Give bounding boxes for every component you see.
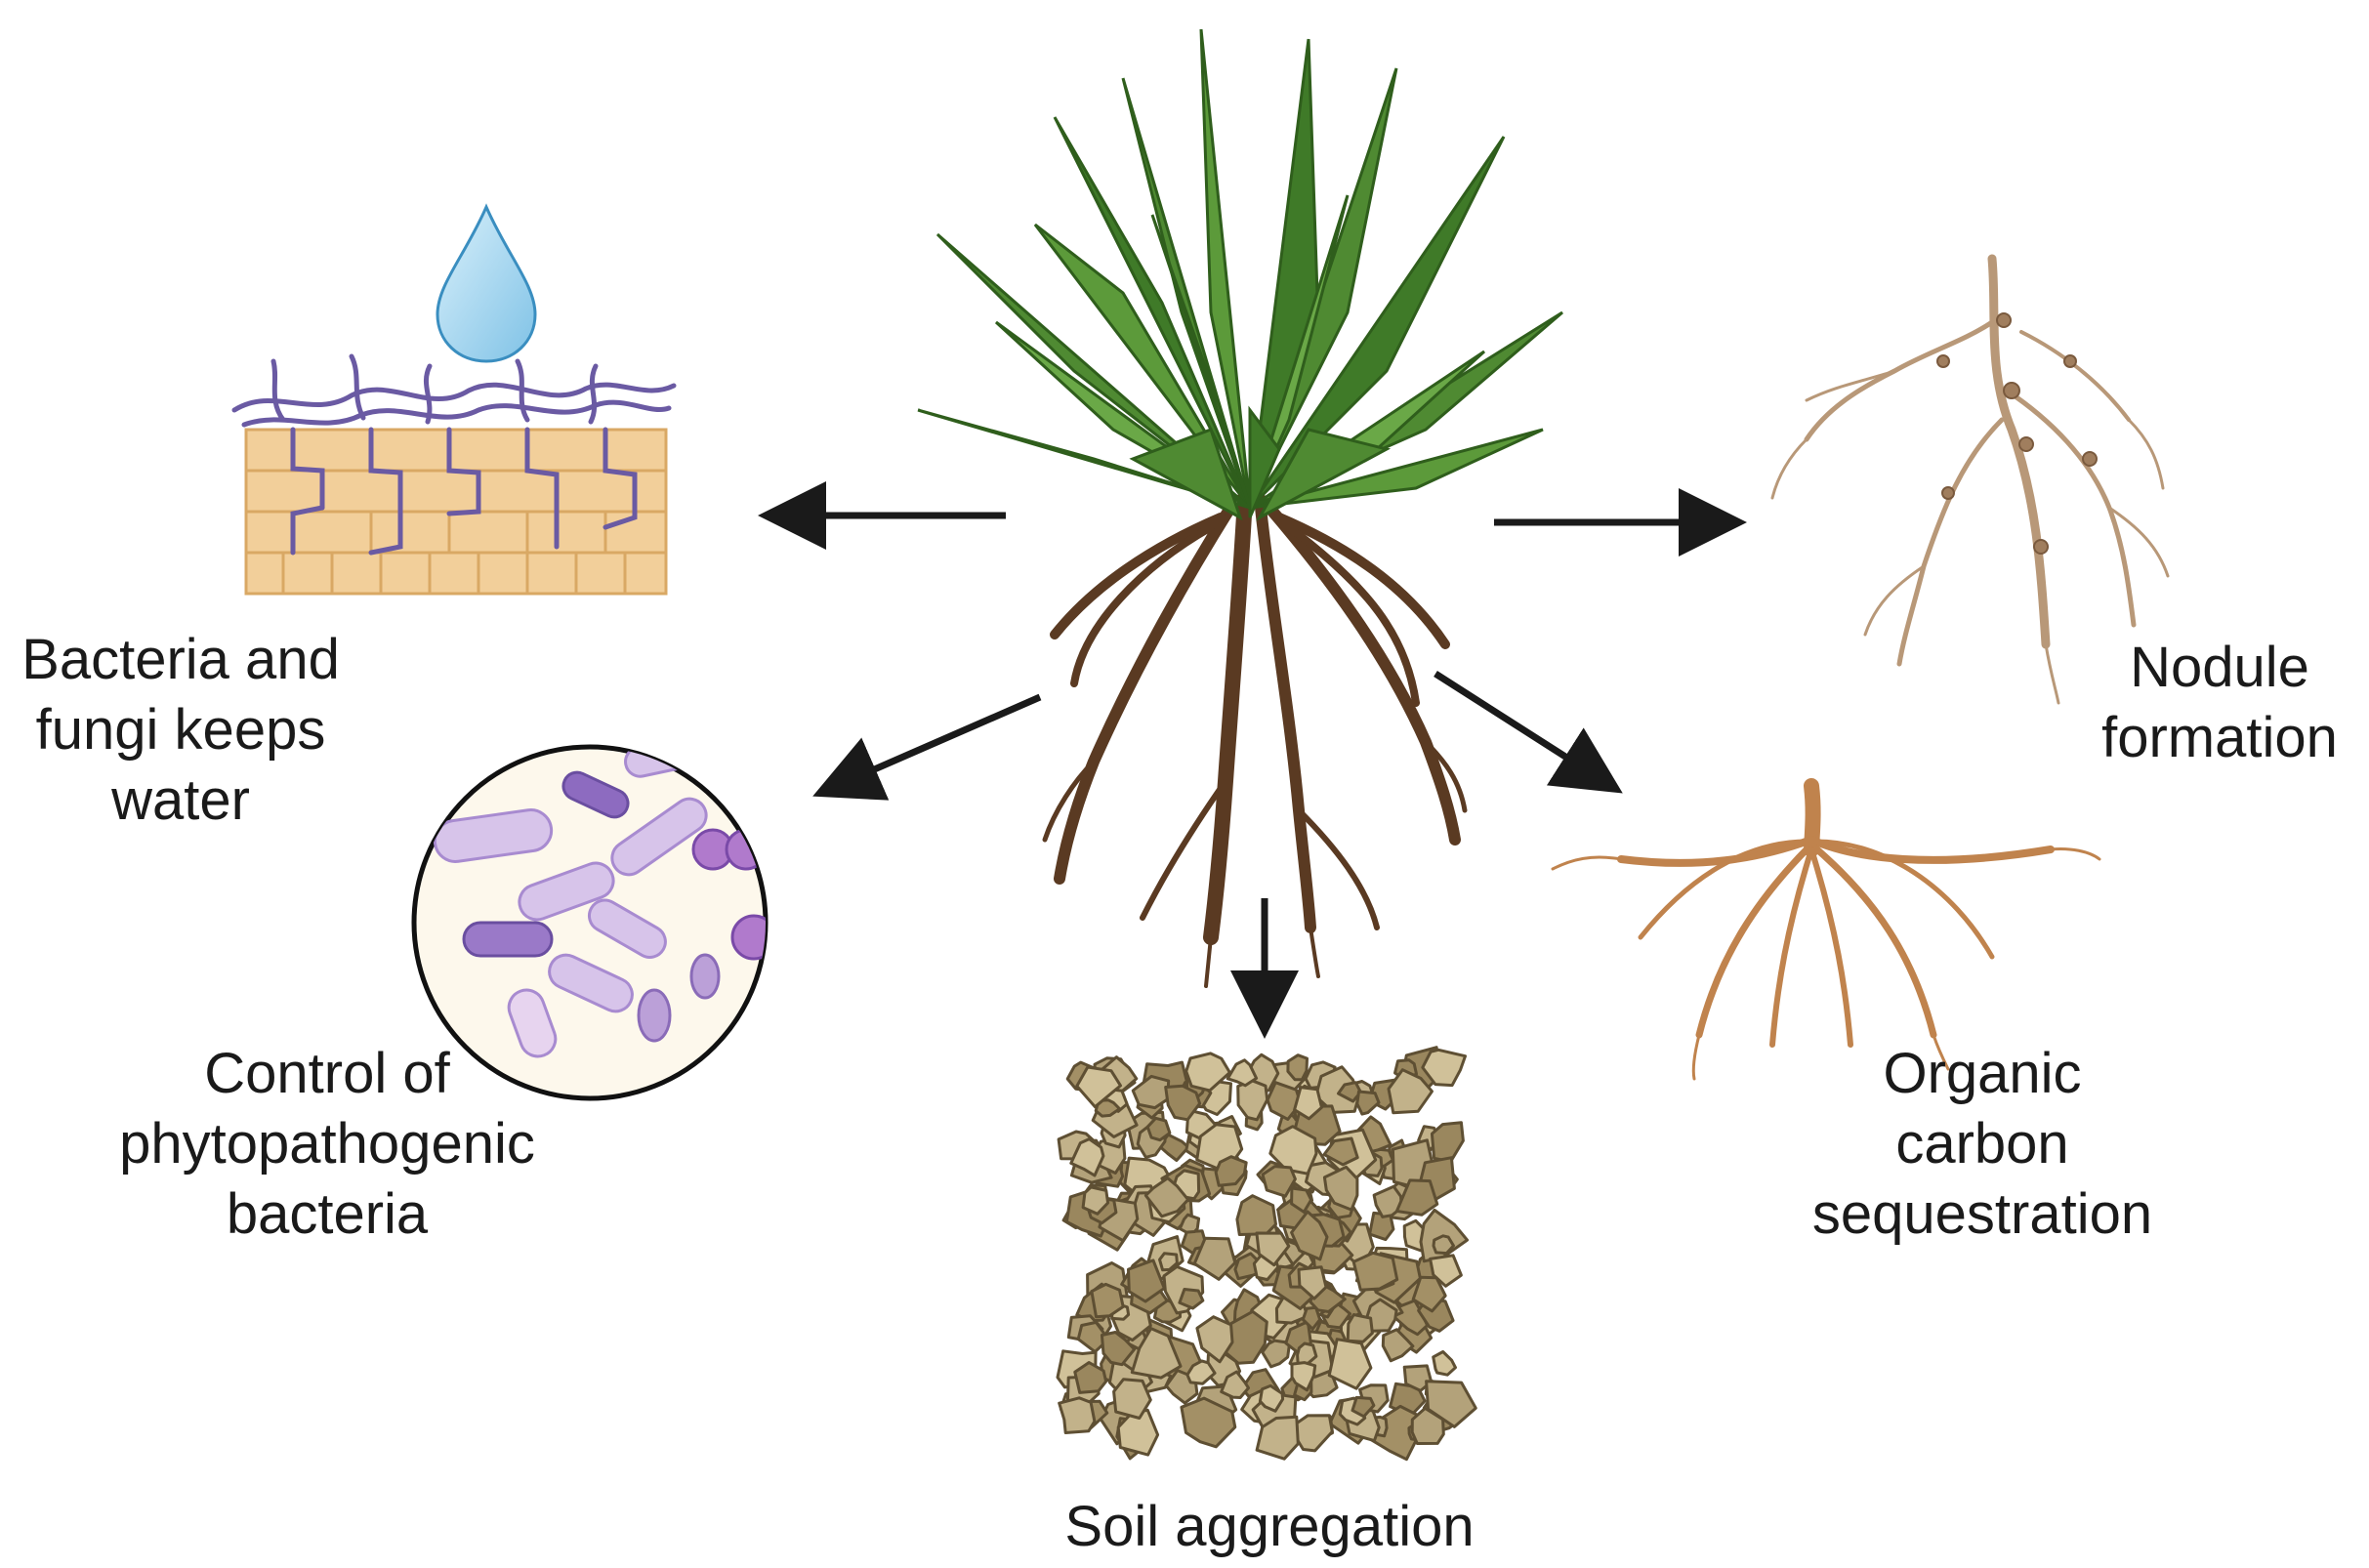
soil-particle: [1293, 1086, 1323, 1121]
label-line: Soil aggregation: [1064, 1495, 1475, 1558]
soil-particle: [1192, 1236, 1237, 1281]
soil-particle: [1100, 1331, 1137, 1367]
water-drop-icon: [436, 203, 537, 363]
soil-particle: [1290, 1186, 1313, 1214]
soil-particle: [1268, 1125, 1318, 1176]
soil-particle: [1076, 1320, 1110, 1354]
soil-particle: [1411, 1275, 1447, 1313]
soil-particle: [1322, 1165, 1359, 1212]
label-line: Control of: [204, 1042, 450, 1105]
label-line: sequestration: [1811, 1182, 2153, 1246]
agave-leaves: [917, 28, 1563, 521]
soil-particle: [1236, 1079, 1269, 1122]
label-line: bacteria: [226, 1182, 429, 1246]
label-line: phytopathogenic: [119, 1112, 535, 1176]
arrows: [758, 481, 1747, 1039]
carbon-root-illustration: [1551, 778, 2101, 1081]
soil-particle: [1164, 1084, 1202, 1122]
soil-particle: [1058, 1396, 1097, 1434]
soil-particle: [1127, 1259, 1166, 1303]
soil-particle: [1432, 1234, 1455, 1256]
soil-particle: [1402, 1364, 1434, 1392]
soil-particle: [1214, 1155, 1248, 1187]
soil-particle: [1372, 1184, 1403, 1218]
soil-particle: [1195, 1315, 1234, 1364]
label-bacteria-fungi-water: Bacteria and fungi keeps water: [0, 625, 361, 836]
label-line: carbon: [1895, 1112, 2069, 1176]
soil-particle: [1081, 1185, 1110, 1216]
soil-particle: [1112, 1378, 1152, 1420]
label-phytopathogen-control: Control of phytopathogenic bacteria: [83, 1039, 571, 1250]
soil-particle: [1421, 1048, 1467, 1088]
soil-particle: [1346, 1313, 1374, 1343]
soil-particle: [1394, 1178, 1439, 1217]
skin-tissue-illustration: [231, 203, 677, 596]
soil-particle: [1178, 1213, 1201, 1234]
soil-particle: [1296, 1341, 1318, 1365]
soil-particle: [1432, 1350, 1457, 1377]
label-line: Bacteria and: [21, 628, 340, 691]
label-line: fungi keeps: [35, 698, 326, 762]
soil-particle: [1255, 1231, 1291, 1267]
soil-particle: [1381, 1328, 1415, 1363]
soil-particle: [1075, 1065, 1122, 1109]
soil-particle: [1297, 1265, 1328, 1300]
agave-roots: [1042, 490, 1468, 988]
soil-particle: [1255, 1415, 1300, 1461]
soil-particle: [1286, 1053, 1309, 1082]
soil-particle: [1425, 1380, 1477, 1428]
soil-particle: [1258, 1383, 1285, 1413]
soil-particle: [1314, 1065, 1360, 1114]
soil-particle: [1178, 1288, 1205, 1310]
soil-particle: [1355, 1090, 1381, 1116]
soil-particle: [1351, 1395, 1376, 1419]
soil-aggregate-illustration: [1056, 1046, 1477, 1462]
label-line: Nodule: [2130, 636, 2309, 699]
soil-particle: [1226, 1058, 1259, 1088]
soil-particle: [1143, 1176, 1190, 1218]
agave-plant-illustration: [917, 28, 1563, 988]
soil-particle: [1261, 1165, 1297, 1198]
label-line: Organic: [1883, 1042, 2082, 1105]
soil-particle: [1351, 1251, 1399, 1292]
soil-particle: [1116, 1408, 1160, 1457]
soil-particle: [1184, 1052, 1231, 1093]
soil-particle: [1235, 1194, 1277, 1236]
soil-particle: [1220, 1370, 1250, 1399]
soil-particle: [1337, 1081, 1362, 1103]
label-line: formation: [2101, 706, 2338, 769]
label-soil-aggregation: Soil aggregation: [1016, 1492, 1523, 1562]
soil-particle: [1185, 1359, 1217, 1385]
soil-particle: [1158, 1252, 1179, 1272]
soil-particle: [1130, 1327, 1183, 1380]
soil-particle: [1073, 1361, 1108, 1394]
soil-particle: [1180, 1396, 1237, 1449]
soil-particle: [1387, 1068, 1434, 1115]
label-line: water: [111, 768, 250, 832]
label-nodule-formation: Nodule formation: [2070, 633, 2369, 773]
soil-particle: [1290, 1210, 1329, 1261]
nodule-root-illustration: [1770, 254, 2170, 705]
soil-particle: [1327, 1338, 1373, 1390]
label-organic-carbon: Organic carbon sequestration: [1767, 1039, 2197, 1250]
soil-particle: [1090, 1282, 1125, 1319]
bacteria-magnified-illustration: [411, 744, 769, 1101]
soil-particle: [1364, 1298, 1398, 1333]
arrow-to-carbon: [1434, 671, 1623, 794]
soil-particle: [1069, 1137, 1105, 1177]
soil-particle: [1131, 1074, 1171, 1110]
soil-particle: [1322, 1136, 1359, 1167]
hyphae-network: [231, 353, 677, 556]
soil-particle: [1145, 1116, 1172, 1142]
arrow-to-pathogen: [812, 693, 1042, 801]
soil-particle: [1290, 1361, 1317, 1392]
soil-particle: [1430, 1121, 1465, 1164]
